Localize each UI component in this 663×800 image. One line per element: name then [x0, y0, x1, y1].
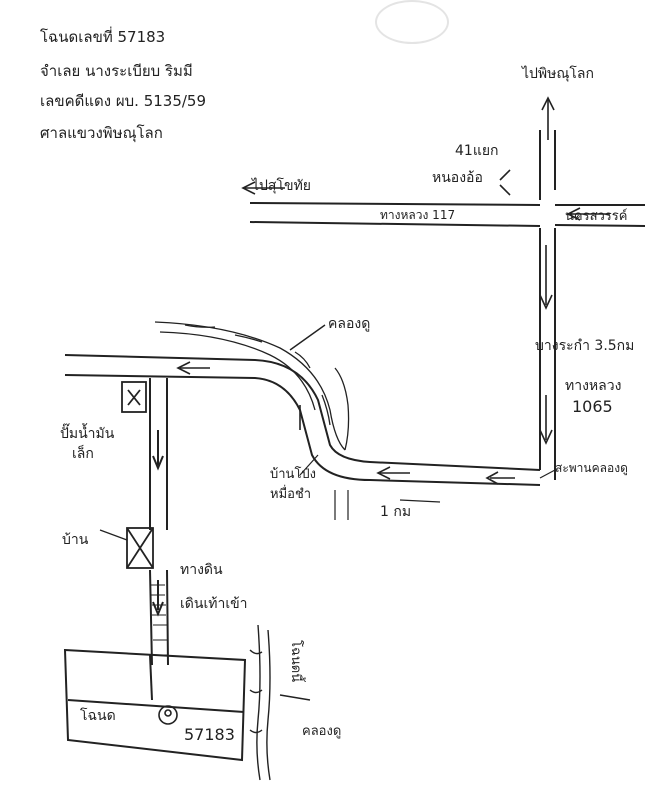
bottom-canal [249, 624, 311, 781]
label-bridge: สะพานคลองดู [555, 461, 628, 476]
label-intersection: 41แยก [455, 143, 499, 159]
gas-station-marker [121, 381, 147, 413]
canal-pointer-line [289, 324, 326, 351]
canal-upper [154, 321, 350, 451]
deed-pin-icon [158, 705, 178, 725]
footpath-hatch [150, 584, 167, 656]
label-nakhon-sawan: นครสวรรค์ [565, 208, 627, 224]
village-road [149, 378, 169, 666]
label-vertical-note: โฉนดนี้ [288, 640, 306, 683]
side-road [64, 354, 541, 486]
highway-117-road [249, 202, 646, 227]
label-canal-bottom: คลองดู [302, 724, 341, 739]
deed-number-line: โฉนดเลขที่ 57183 [40, 26, 165, 46]
land-plot [63, 648, 247, 762]
highway-1065-road [539, 130, 556, 480]
house-marker [126, 527, 154, 569]
label-house-1: บ้านโป่ง [270, 466, 316, 482]
label-distance: 1 กม [380, 504, 411, 520]
direction-arrows [241, 96, 610, 445]
label-deed-number: 57183 [184, 725, 235, 744]
label-canal-upper: คลองดู [328, 316, 370, 332]
label-gas-station-2: เล็ก [72, 444, 94, 462]
court-line: ศาลแขวงพิษณุโลก [40, 124, 163, 143]
label-bang-krathum: บางระกำ 3.5กม [535, 338, 634, 354]
case-number-line: เลขคดีแดง ผบ. 5135/59 [40, 92, 206, 110]
label-highway-1065-b: 1065 [572, 397, 613, 416]
label-house: บ้าน [62, 532, 89, 548]
label-dirt-road: ทางดิน [180, 562, 223, 578]
header-block: โฉนดเลขที่ 57183 จำเลย นางระเบียบ ริมมี … [40, 26, 206, 143]
label-house-2: หมื่อชำ [270, 485, 311, 502]
label-highway-117: ทางหลวง 117 [380, 208, 455, 222]
side-road-arrows [176, 361, 515, 485]
label-to-sukhothai: ไปสุโขทัย [251, 177, 311, 194]
map-labels: ไปพิษณุโลก 41แยก หนองอ้อ ไปสุโขทัย ทางหล… [60, 65, 634, 744]
label-gas-station-1: ปั๊มน้ำมัน [60, 423, 115, 442]
label-highway-1065-a: ทางหลวง [565, 378, 621, 394]
label-land-title: โฉนด [80, 707, 116, 724]
leader-lines [99, 454, 556, 541]
defendant-line: จำเลย นางระเบียบ ริมมี [40, 62, 193, 80]
stamp-mark [375, 0, 449, 44]
label-to-phitsanulok: ไปพิษณุโลก [521, 65, 594, 82]
label-nong-oo: หนองอ้อ [432, 170, 483, 186]
label-footpath: เดินเท้าเข้า [180, 596, 248, 612]
